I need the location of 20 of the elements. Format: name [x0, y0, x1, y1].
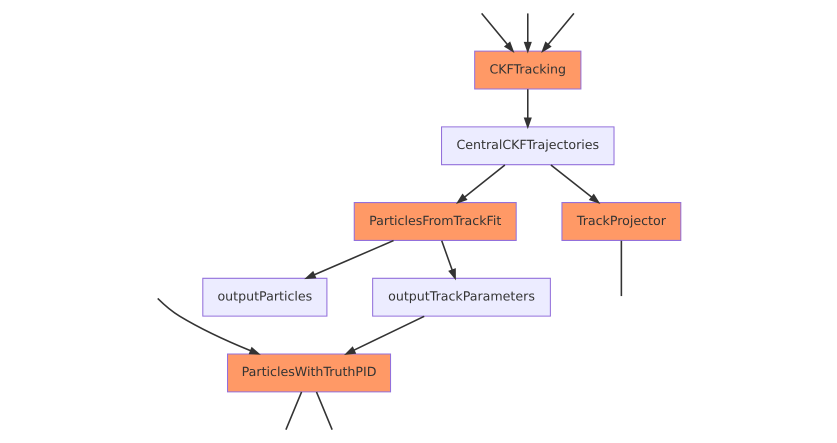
node-box: outputParticles — [202, 278, 327, 317]
node-box: CKFTracking — [474, 50, 581, 90]
arrow — [455, 164, 505, 204]
node-box: CentralCKFTrajectories — [440, 126, 614, 166]
node-box: ParticlesWithTruthPID — [226, 353, 391, 392]
arrow — [344, 316, 424, 355]
arrow — [523, 13, 532, 54]
arrow — [304, 240, 394, 280]
arrow — [550, 164, 600, 204]
arrow — [156, 298, 260, 355]
arrow — [540, 12, 574, 53]
arrow — [440, 240, 456, 280]
arrow — [480, 12, 514, 53]
node-box: outputTrackParameters — [372, 278, 550, 317]
node-box: ParticlesFromTrackFit — [353, 202, 516, 241]
connector — [620, 240, 622, 296]
connector — [284, 392, 302, 430]
node-box: TrackProjector — [560, 202, 681, 241]
connector — [315, 392, 332, 430]
arrow — [523, 89, 532, 130]
